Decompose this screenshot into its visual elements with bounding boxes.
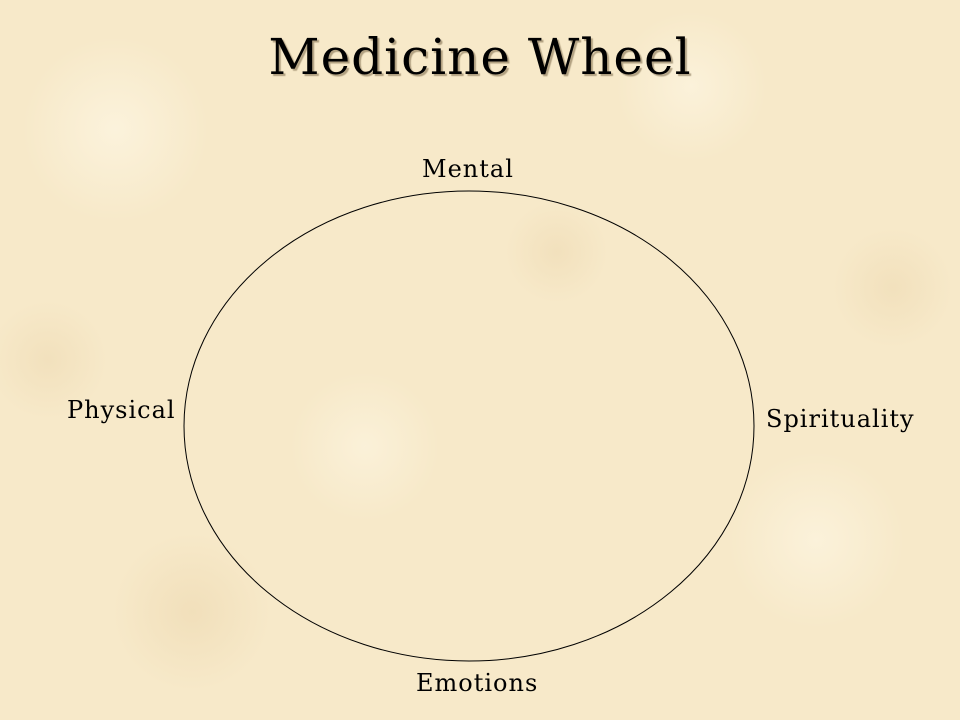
label-physical: Physical (67, 396, 176, 424)
label-emotions: Emotions (416, 669, 539, 697)
label-mental: Mental (422, 155, 514, 183)
label-spirituality: Spirituality (766, 405, 915, 433)
wheel-circle (183, 190, 755, 662)
slide-title: Medicine Wheel (268, 28, 692, 86)
